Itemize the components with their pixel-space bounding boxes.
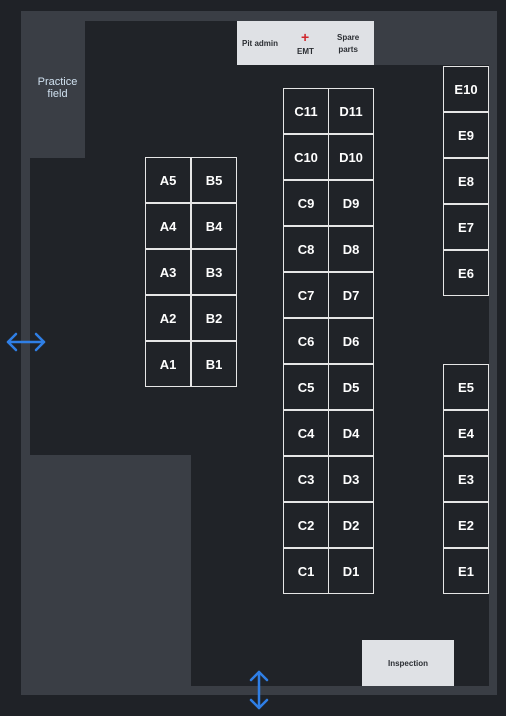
pit-booth-c5[interactable]: C5: [283, 364, 329, 410]
pit-booth-d2[interactable]: D2: [328, 502, 374, 548]
pit-booth-b4[interactable]: B4: [191, 203, 237, 249]
pit-booth-e4[interactable]: E4: [443, 410, 489, 456]
pit-booth-c6[interactable]: C6: [283, 318, 329, 364]
pit-booth-c2[interactable]: C2: [283, 502, 329, 548]
pit-booth-e8[interactable]: E8: [443, 158, 489, 204]
pit-booth-b3[interactable]: B3: [191, 249, 237, 295]
pit-booth-d5[interactable]: D5: [328, 364, 374, 410]
pit-booth-d11[interactable]: D11: [328, 88, 374, 134]
pit-booth-a1[interactable]: A1: [145, 341, 191, 387]
pit-booth-c8[interactable]: C8: [283, 226, 329, 272]
inspection-area: Inspection: [362, 640, 454, 686]
pit-booth-d6[interactable]: D6: [328, 318, 374, 364]
pit-booth-e10[interactable]: E10: [443, 66, 489, 112]
pit-booth-a2[interactable]: A2: [145, 295, 191, 341]
pit-services-bar: Pit admin + EMT Spare parts: [237, 21, 374, 65]
pit-booth-c4[interactable]: C4: [283, 410, 329, 456]
pit-booth-e2[interactable]: E2: [443, 502, 489, 548]
west-entrance-double-arrow-icon: [6, 332, 46, 352]
pit-booth-e6[interactable]: E6: [443, 250, 489, 296]
pit-booth-d8[interactable]: D8: [328, 226, 374, 272]
pit-booth-e5[interactable]: E5: [443, 364, 489, 410]
pit-booth-c10[interactable]: C10: [283, 134, 329, 180]
pit-booth-b2[interactable]: B2: [191, 295, 237, 341]
pit-booth-e3[interactable]: E3: [443, 456, 489, 502]
pit-booth-d9[interactable]: D9: [328, 180, 374, 226]
practice-field-label: Practice field: [37, 76, 78, 100]
pit-booth-c7[interactable]: C7: [283, 272, 329, 318]
pit-booth-b1[interactable]: B1: [191, 341, 237, 387]
pit-booth-c1[interactable]: C1: [283, 548, 329, 594]
pit-booth-e9[interactable]: E9: [443, 112, 489, 158]
emt-cross-icon: +: [301, 29, 310, 45]
pit-booth-a5[interactable]: A5: [145, 157, 191, 203]
pit-admin-label: Pit admin: [242, 39, 279, 48]
pit-booth-d1[interactable]: D1: [328, 548, 374, 594]
south-entrance-double-arrow-icon: [249, 670, 269, 710]
pit-booth-d3[interactable]: D3: [328, 456, 374, 502]
pit-floor-west: [30, 158, 90, 455]
pit-booth-a4[interactable]: A4: [145, 203, 191, 249]
pit-booth-c9[interactable]: C9: [283, 180, 329, 226]
pit-booth-a3[interactable]: A3: [145, 249, 191, 295]
pit-booth-b5[interactable]: B5: [191, 157, 237, 203]
pit-booth-d10[interactable]: D10: [328, 134, 374, 180]
pit-booth-d7[interactable]: D7: [328, 272, 374, 318]
pit-booth-e1[interactable]: E1: [443, 548, 489, 594]
lower-left-zone: [30, 455, 191, 686]
spare-parts-label: Spare parts: [337, 33, 360, 54]
pit-booth-c11[interactable]: C11: [283, 88, 329, 134]
practice-field-zone: [30, 21, 85, 158]
pit-booth-c3[interactable]: C3: [283, 456, 329, 502]
pit-booth-e7[interactable]: E7: [443, 204, 489, 250]
emt-label: EMT: [297, 47, 314, 56]
pit-booth-d4[interactable]: D4: [328, 410, 374, 456]
